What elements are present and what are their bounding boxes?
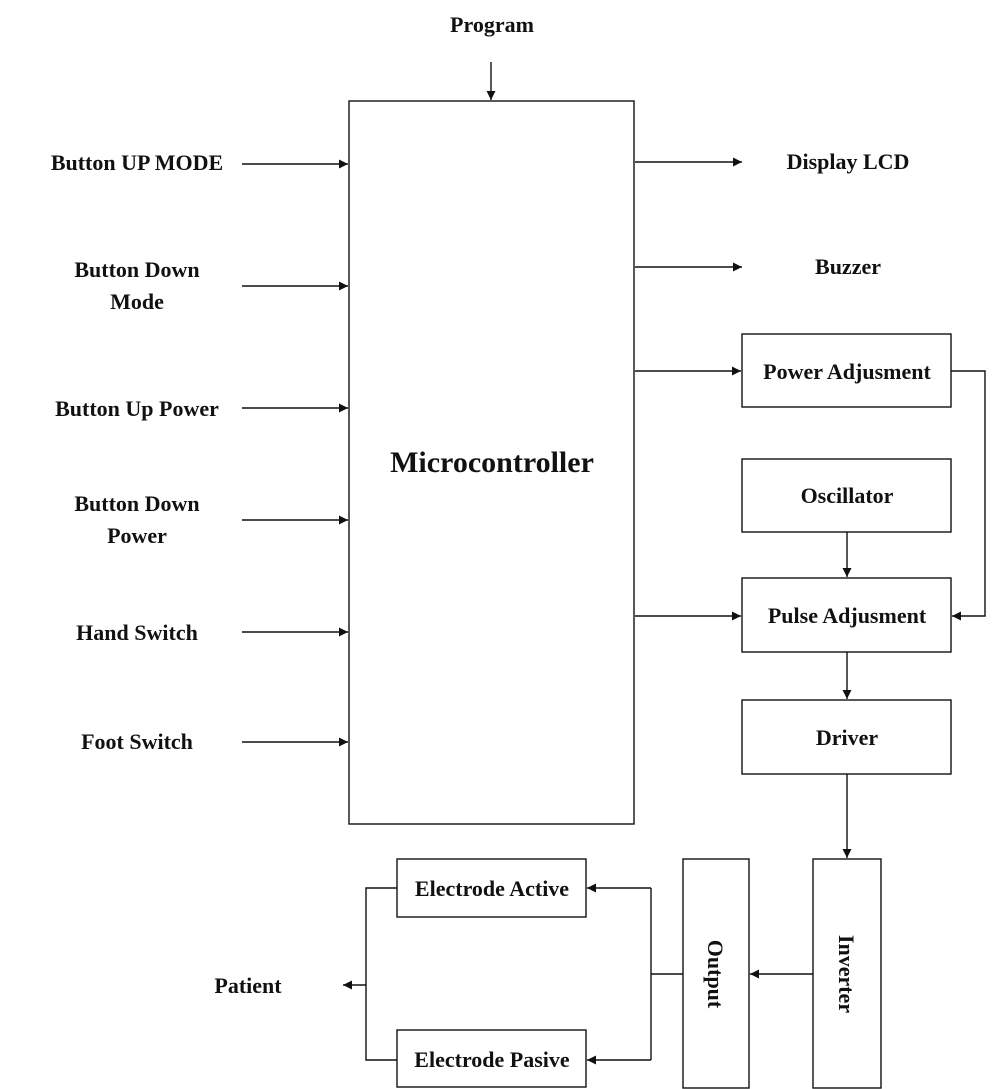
power-to-pulse-wire bbox=[951, 370, 986, 621]
power-adjustment-label: Power Adjusment bbox=[763, 359, 931, 384]
pulse-adjustment-block bbox=[741, 577, 952, 653]
buzzer-label: Buzzer bbox=[815, 254, 881, 279]
button-down-mode-label-line2: Mode bbox=[110, 289, 164, 314]
electrode-passive-label: Electrode Pasive bbox=[414, 1047, 570, 1072]
microcontroller-label: Microcontroller bbox=[390, 446, 594, 479]
electrodes-to-patient-wire bbox=[365, 887, 397, 1061]
electrode-passive-block bbox=[396, 1029, 587, 1088]
driver-label: Driver bbox=[816, 725, 879, 750]
button-up-mode-label: Button UP MODE bbox=[51, 150, 223, 175]
electrode-active-block bbox=[396, 858, 587, 918]
button-down-power-label-line2: Power bbox=[107, 523, 167, 548]
button-up-power-label: Button Up Power bbox=[55, 396, 219, 421]
oscillator-label: Oscillator bbox=[801, 483, 894, 508]
output-label: Output bbox=[703, 940, 728, 1009]
program-label: Program bbox=[450, 12, 534, 37]
microcontroller-block bbox=[348, 100, 635, 825]
output-block bbox=[682, 858, 750, 1089]
foot-switch-label: Foot Switch bbox=[81, 729, 193, 754]
button-down-mode-label-line1: Button Down bbox=[74, 257, 199, 282]
pulse-adjustment-label: Pulse Adjusment bbox=[768, 603, 927, 628]
electrode-active-label: Electrode Active bbox=[415, 876, 569, 901]
hand-switch-label: Hand Switch bbox=[76, 620, 198, 645]
driver-block bbox=[741, 699, 952, 775]
button-down-power-label-line1: Button Down bbox=[74, 491, 199, 516]
power-adjustment-block bbox=[741, 333, 952, 408]
patient-label: Patient bbox=[214, 973, 282, 998]
display-lcd-label: Display LCD bbox=[787, 149, 910, 174]
inverter-label: Inverter bbox=[834, 935, 859, 1013]
